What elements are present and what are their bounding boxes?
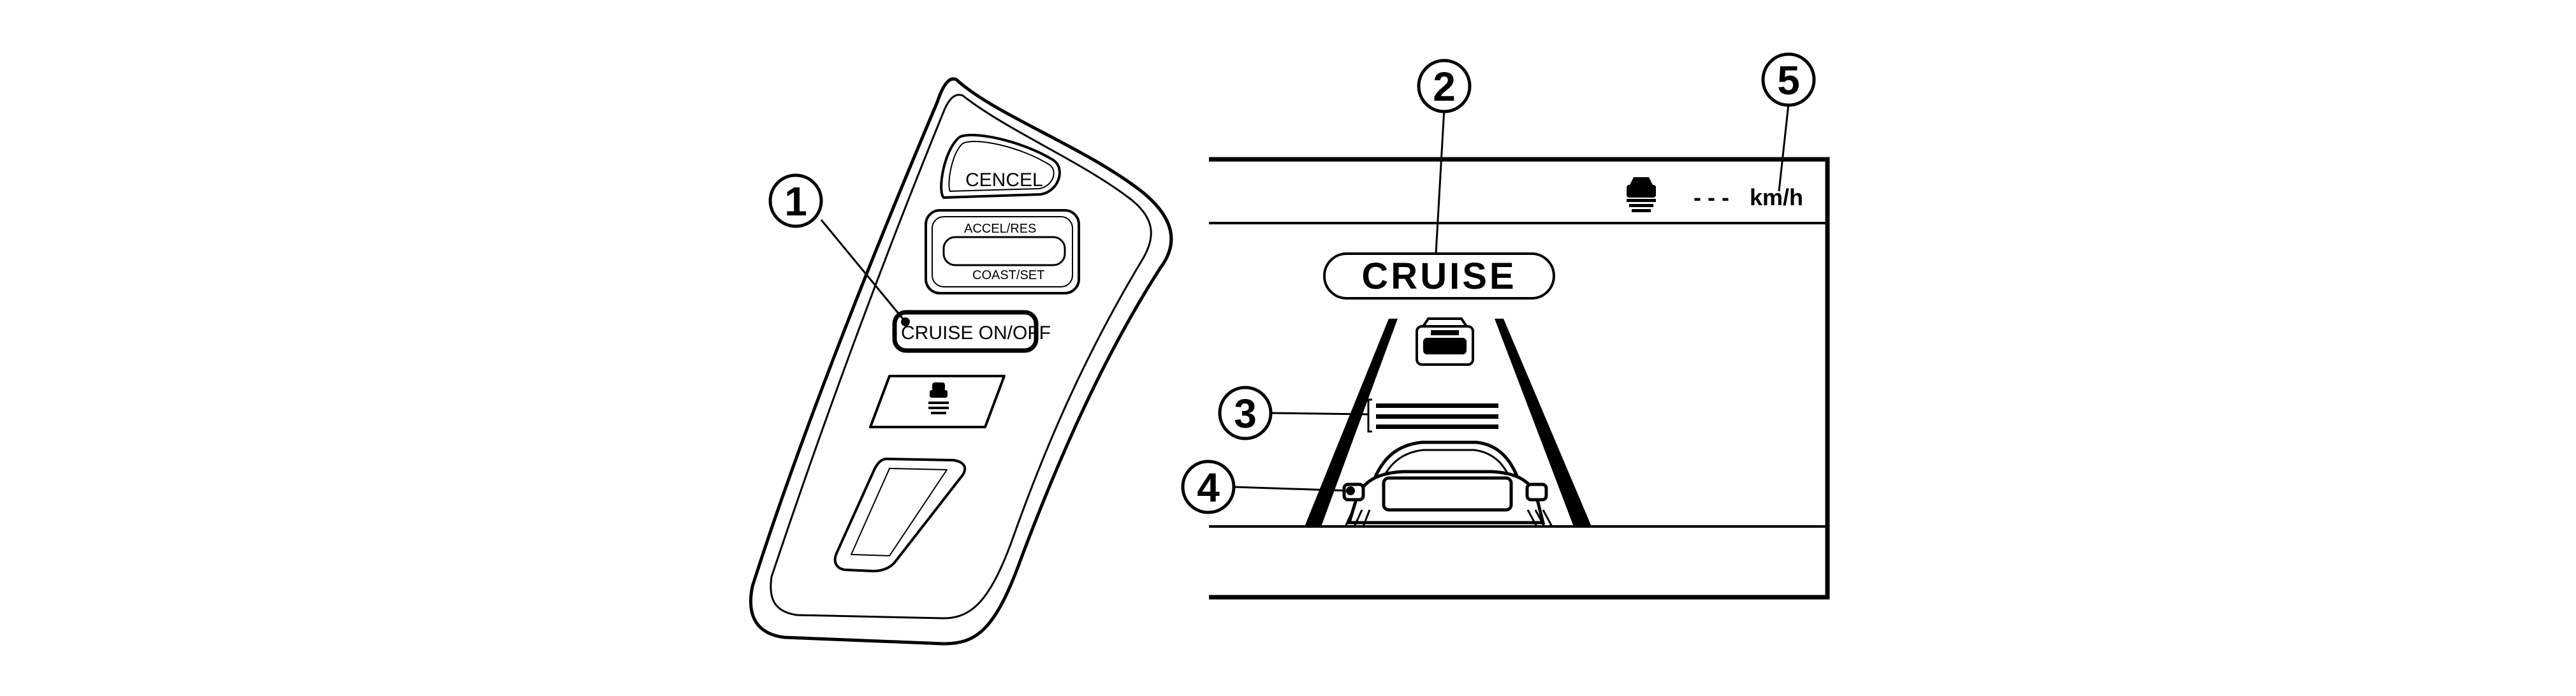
road-right-edge — [1495, 319, 1592, 526]
callout-5-circle — [1761, 52, 1816, 107]
set-distance-bars — [1367, 398, 1498, 433]
callout-dots — [901, 317, 1355, 495]
panel-housing-inner — [770, 94, 1152, 620]
callout-3: 3 — [1218, 386, 1273, 440]
meter-display — [1209, 157, 1830, 600]
vehicle-ahead-icon — [1627, 177, 1656, 212]
vehicle-rear-icon — [1416, 317, 1474, 366]
display-frame — [1209, 157, 1830, 600]
callout-2: 2 — [1417, 59, 1472, 113]
callout-5: 5 — [1761, 52, 1816, 107]
cancel-button-shape[interactable] — [940, 133, 1061, 199]
distance-button[interactable] — [869, 375, 1006, 428]
cruise-indicator-text: CRUISE — [1361, 256, 1516, 297]
vehicle-distance-icon — [928, 382, 949, 414]
accel-res-label: ACCEL/RES — [964, 222, 1036, 236]
callout-4-circle — [1181, 460, 1236, 514]
callout-1: 1 — [768, 173, 823, 228]
callout-4-number: 4 — [1197, 465, 1220, 511]
callout-2-number: 2 — [1433, 64, 1456, 110]
callout-3-circle — [1218, 386, 1273, 440]
callout-1-circle — [768, 173, 823, 228]
panel-housing-outer — [749, 77, 1173, 646]
callout-5-number: 5 — [1777, 57, 1800, 103]
cruise-indicator-pill — [1323, 252, 1555, 300]
accel-coast-switch-mid — [932, 216, 1073, 287]
cruise-onoff-label: CRUISE ON/OFF — [901, 323, 1051, 344]
panel-recess — [833, 458, 967, 572]
cancel-button-inner — [948, 140, 1055, 192]
callout-3-number: 3 — [1234, 391, 1257, 437]
road-left-edge — [1305, 319, 1398, 526]
panel-recess-inner — [851, 468, 948, 556]
callout-lines — [820, 103, 1790, 492]
speed-unit: km/h — [1750, 184, 1803, 210]
callout-2-circle — [1417, 59, 1472, 113]
cancel-label: CENCEL — [965, 170, 1043, 191]
accel-coast-switch-outer[interactable] — [925, 209, 1080, 294]
cruise-onoff-button[interactable] — [892, 310, 1039, 353]
steering-switch-panel — [749, 77, 1173, 646]
callout-1-number: 1 — [784, 178, 807, 224]
coast-set-label: COAST/SET — [972, 268, 1044, 282]
callout-4: 4 — [1181, 460, 1236, 514]
set-speed-value: - - - — [1694, 184, 1729, 210]
own-vehicle-icon — [1342, 440, 1553, 527]
accel-coast-switch-rocker — [942, 236, 1066, 266]
